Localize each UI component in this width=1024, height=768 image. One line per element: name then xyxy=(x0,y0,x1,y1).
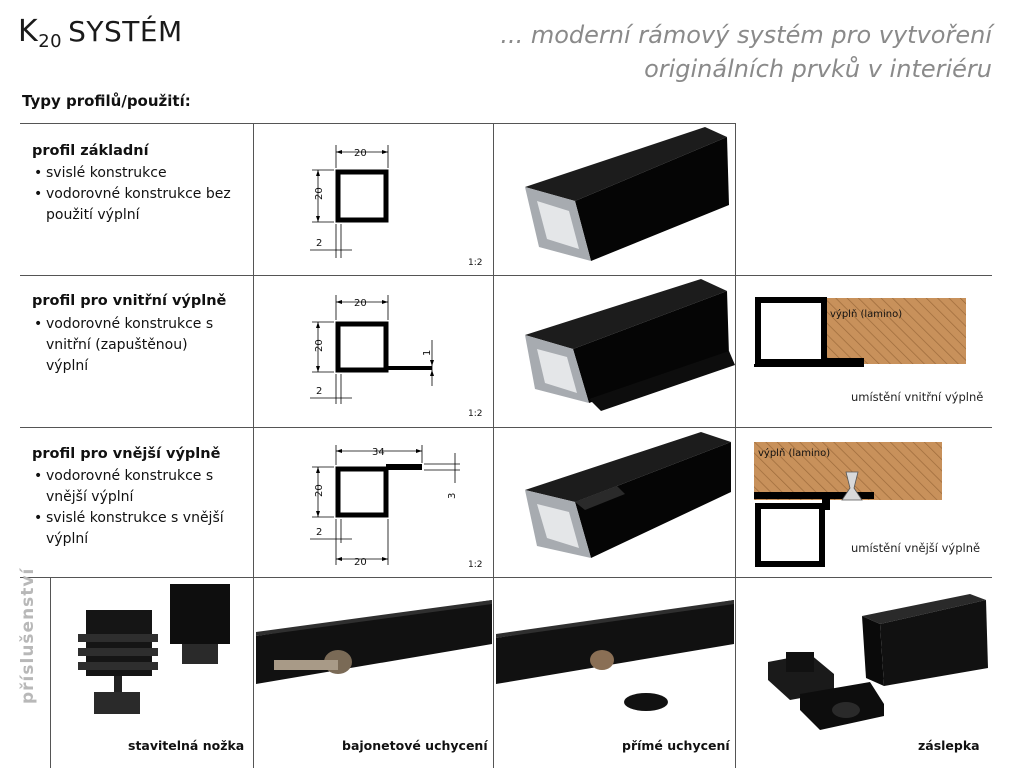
outer-fill-detail: výplň (lamino) xyxy=(754,442,942,567)
screw-icon xyxy=(841,471,863,501)
grid-line-row3 xyxy=(20,427,992,428)
brand-subscript: 20 xyxy=(38,31,63,52)
profile-3d-basic xyxy=(525,127,729,261)
diagram-basic-profile: 20 20 2 xyxy=(310,145,389,258)
diagram-outer-profile: 34 20 3 2 20 xyxy=(310,445,460,568)
accessories-section-label: příslušenství xyxy=(18,567,38,704)
dim-flange: 3 xyxy=(447,493,458,499)
caption-inner-fill: umístění vnitřní výplně xyxy=(851,390,984,404)
dim-wall: 2 xyxy=(316,238,322,249)
profile-bullets-outer: vodorovné konstrukce s vnější výplní svi… xyxy=(32,466,242,550)
adjustable-foot-image xyxy=(78,584,230,714)
tagline: ... moderní rámový systém pro vytvoření … xyxy=(500,18,992,86)
bayonet-slot-icon xyxy=(274,660,338,670)
profile-cross-section xyxy=(755,503,825,567)
mount-hole-icon xyxy=(590,650,614,670)
bullet-item: vodorovné konstrukce s vnitřní (zapuštěn… xyxy=(32,314,222,377)
bullet-item: svislé konstrukce s vnější výplní xyxy=(32,508,242,550)
grid-line-row2 xyxy=(20,275,992,276)
profile-cross-section xyxy=(335,466,389,518)
bullet-item: vodorovné konstrukce s vnější výplní xyxy=(32,466,242,508)
dim-wall: 2 xyxy=(316,386,322,397)
brand-word: SYSTÉM xyxy=(68,15,183,48)
profile-3d-inner xyxy=(525,279,735,411)
inner-fill-detail: výplň (lamino) xyxy=(754,297,966,367)
grid-line-row4 xyxy=(20,577,992,578)
dim-height: 20 xyxy=(314,484,325,497)
fill-label: výplň (lamino) xyxy=(830,308,902,320)
grid-vline-acc xyxy=(50,577,51,768)
accessory-label-foot: stavitelná nožka xyxy=(128,738,245,753)
grid-line-top xyxy=(20,123,735,124)
dim-width: 20 xyxy=(354,298,367,309)
profile-bullets-basic: svislé konstrukce vodorovné konstrukce b… xyxy=(32,163,247,226)
grid-vline-1 xyxy=(253,123,254,768)
caption-outer-fill: umístění vnější výplně xyxy=(851,541,981,555)
bullet-item: vodorovné konstrukce bez použití výplní xyxy=(32,184,247,226)
brand-letter: K xyxy=(18,14,39,49)
tagline-line-2: originálních prvků v interiéru xyxy=(644,55,992,83)
bullet-item: svislé konstrukce xyxy=(32,163,247,184)
accessory-label-endcap: záslepka xyxy=(918,738,980,753)
profile-cross-section xyxy=(335,321,389,373)
bayonet-mount-image xyxy=(256,600,492,684)
direct-mount-image xyxy=(496,600,734,711)
dim-top-width: 34 xyxy=(372,447,385,458)
profile-cross-section xyxy=(335,169,389,223)
dim-flange: 1 xyxy=(422,350,433,356)
fill-label: výplň (lamino) xyxy=(758,447,830,459)
diagram-inner-profile: 20 20 1 2 xyxy=(310,295,434,404)
scale-label: 1:2 xyxy=(468,258,483,268)
grid-vline-3 xyxy=(735,123,736,768)
grid-vline-2 xyxy=(493,123,494,768)
scale-label: 1:2 xyxy=(468,409,483,419)
profile-title-inner: profil pro vnitřní výplně xyxy=(32,293,227,309)
dim-height: 20 xyxy=(314,187,325,200)
end-cap-image xyxy=(768,594,988,730)
dim-bottom-width: 20 xyxy=(354,557,367,568)
dim-height: 20 xyxy=(314,339,325,352)
scale-label: 1:2 xyxy=(468,560,483,570)
profile-bullets-inner: vodorovné konstrukce s vnitřní (zapuštěn… xyxy=(32,314,222,377)
dim-wall: 2 xyxy=(316,527,322,538)
accessory-label-bayonet: bajonetové uchycení xyxy=(342,738,488,753)
tagline-line-1: ... moderní rámový systém pro vytvoření xyxy=(500,21,992,49)
dim-width: 20 xyxy=(354,148,367,159)
profile-cross-section xyxy=(755,297,827,365)
profile-title-basic: profil základní xyxy=(32,143,149,159)
profile-3d-outer xyxy=(525,432,731,558)
accessory-label-direct: přímé uchycení xyxy=(622,738,730,753)
section-heading: Typy profilů/použití: xyxy=(22,92,191,110)
wood-fill xyxy=(826,298,966,364)
profile-title-outer: profil pro vnější výplně xyxy=(32,446,221,462)
